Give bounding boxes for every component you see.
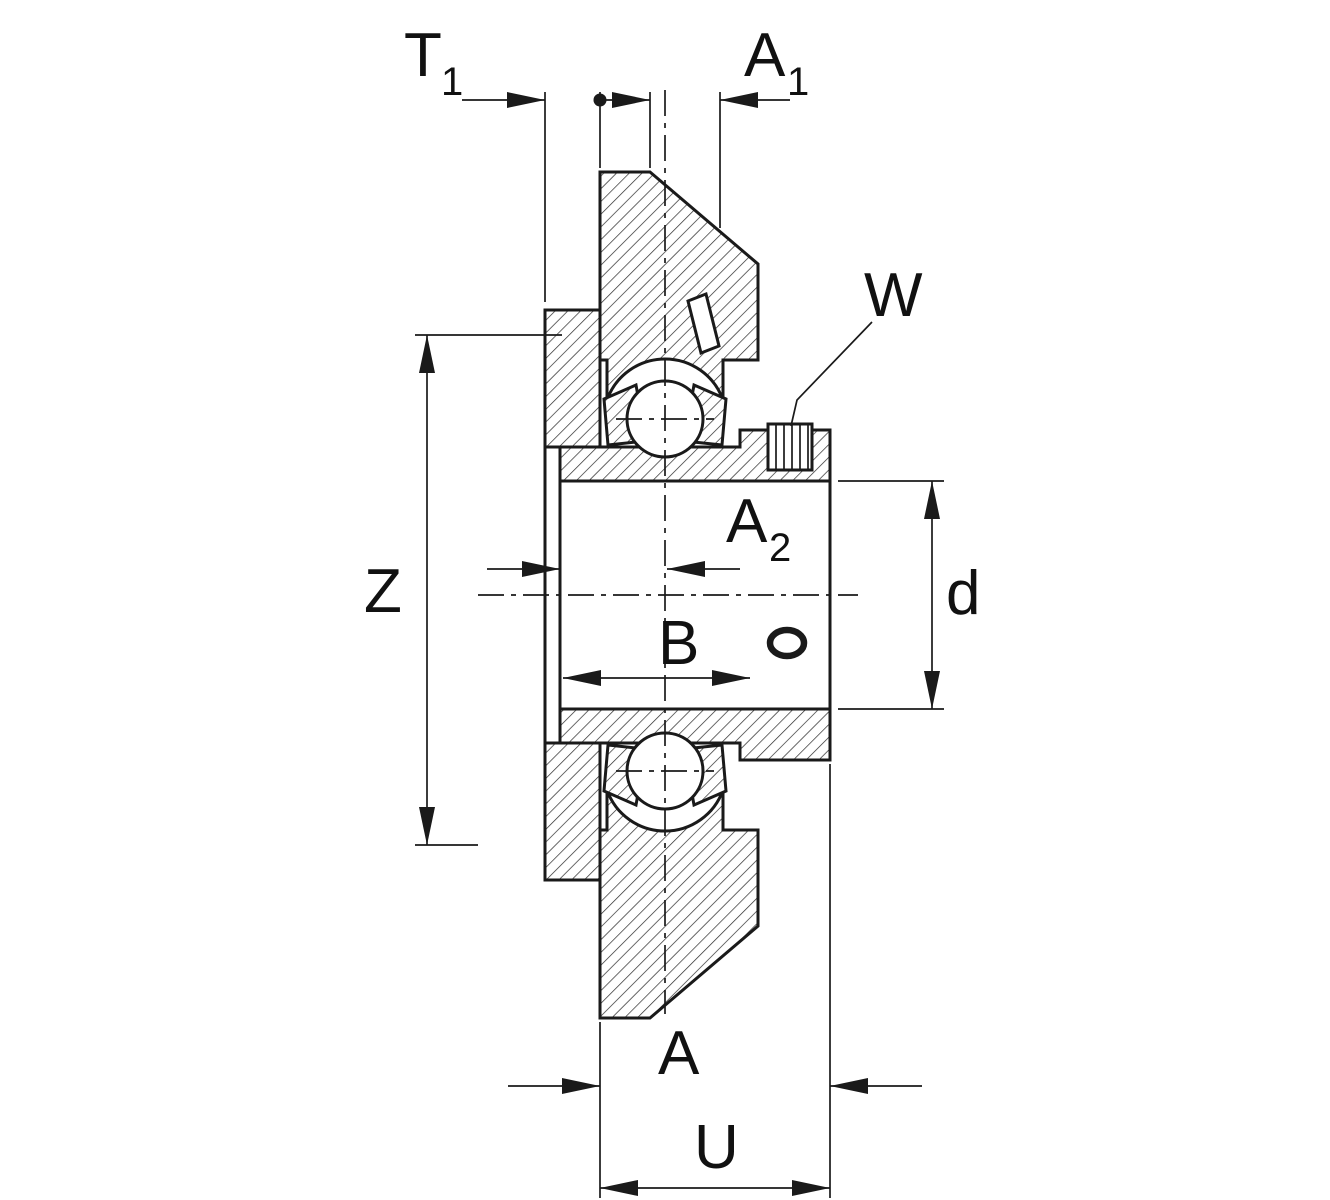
dimension-z	[419, 335, 435, 845]
arrowhead	[419, 335, 435, 373]
arrowhead	[507, 92, 545, 108]
dimension-b	[563, 670, 750, 686]
set-screw-body	[766, 422, 814, 472]
dimension-u	[600, 1180, 830, 1196]
label-a2: A	[726, 487, 768, 556]
arrowhead	[419, 807, 435, 845]
label-a1-sub: 1	[787, 60, 809, 104]
grease-fitting	[686, 291, 721, 356]
arrowhead	[522, 561, 560, 577]
housing-upper-section	[598, 170, 760, 401]
label-u: U	[694, 1113, 739, 1182]
set-screw	[766, 422, 814, 472]
arrowhead	[712, 670, 750, 686]
dimension-d	[924, 481, 940, 709]
arrowhead	[562, 1078, 600, 1094]
arrowhead	[830, 1078, 868, 1094]
dimension-t1	[462, 92, 607, 108]
arrowhead	[600, 1180, 638, 1196]
arrowhead	[563, 670, 601, 686]
dimension-a	[508, 1078, 922, 1094]
label-w: W	[864, 261, 923, 330]
centerlines	[478, 90, 858, 1014]
label-t1-sub: 1	[441, 60, 463, 104]
dimension-extension-lines	[415, 92, 944, 1198]
arrowhead	[720, 92, 758, 108]
label-z: Z	[364, 557, 402, 626]
inner-ring-sleeve	[558, 428, 832, 762]
leader-w	[790, 321, 873, 427]
arrowhead	[924, 671, 940, 709]
label-d: d	[946, 559, 980, 628]
dimension-a1	[600, 92, 790, 108]
flange-lower-section	[543, 741, 602, 882]
flange-upper-section	[543, 308, 602, 449]
arrowhead	[792, 1180, 830, 1196]
arrowhead	[667, 561, 705, 577]
housing-lower-section	[598, 789, 760, 1020]
arrowhead	[612, 92, 650, 108]
dimension-labels: T 1 A 1 W Z A 2 d B A U	[364, 21, 980, 1182]
label-a1: A	[744, 21, 786, 90]
lube-hole	[766, 626, 808, 660]
label-b: B	[658, 609, 699, 678]
label-a2-sub: 2	[769, 526, 791, 570]
label-a: A	[658, 1019, 700, 1088]
label-t1: T	[404, 21, 442, 90]
dimension-a2	[487, 561, 740, 577]
arrowhead	[924, 481, 940, 519]
